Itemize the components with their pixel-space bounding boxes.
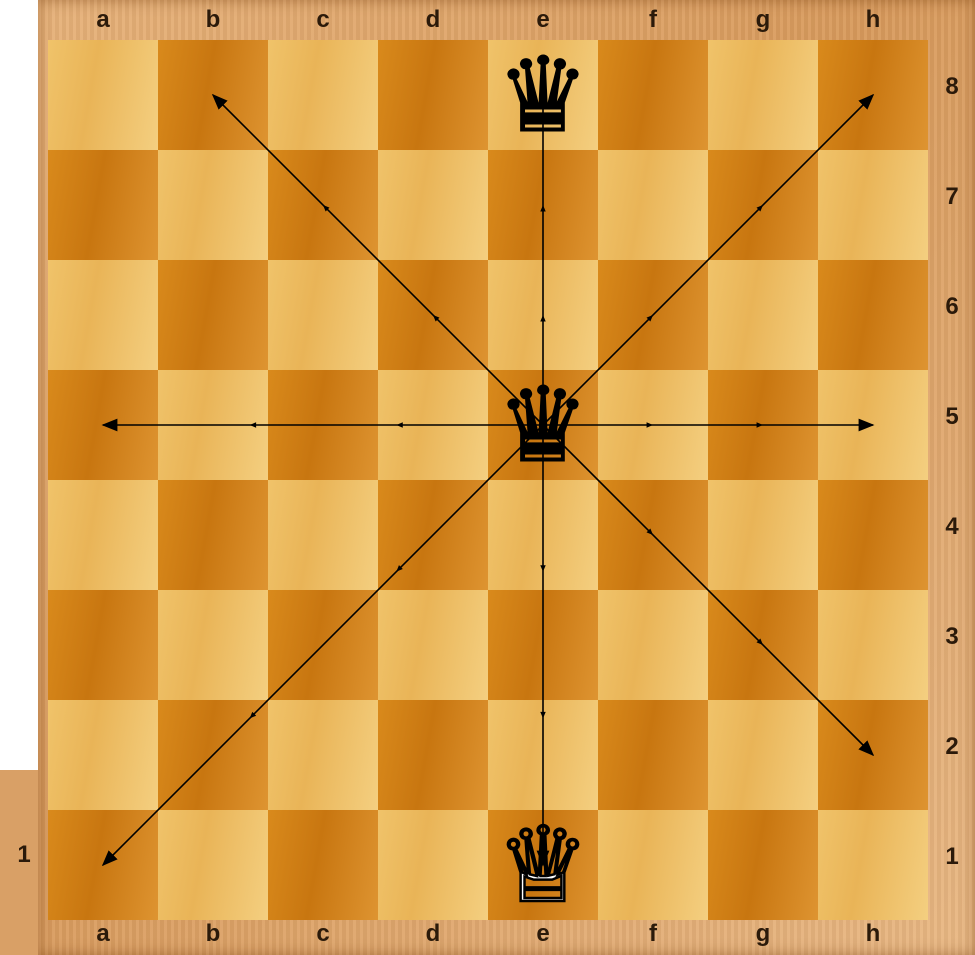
- move-arrow-tick: [540, 205, 545, 211]
- move-arrow-tick: [396, 422, 402, 427]
- black-queen-piece[interactable]: ♛: [496, 34, 589, 156]
- move-arrow-tick: [757, 422, 763, 427]
- move-arrow-e5-h8: [543, 95, 873, 425]
- move-arrow-tick: [647, 422, 653, 427]
- move-arrow-tick: [540, 315, 545, 321]
- black-queen-piece[interactable]: ♛: [496, 364, 589, 486]
- move-arrow-e5-h2: [543, 425, 873, 755]
- move-arrow-e5-a1: [103, 425, 543, 865]
- move-arrow-e5-b8: [213, 95, 543, 425]
- move-arrow-tick: [250, 422, 256, 427]
- move-arrow-tick: [540, 565, 545, 571]
- move-arrow-tick: [540, 712, 545, 718]
- white-queen-piece[interactable]: ♕: [496, 804, 589, 926]
